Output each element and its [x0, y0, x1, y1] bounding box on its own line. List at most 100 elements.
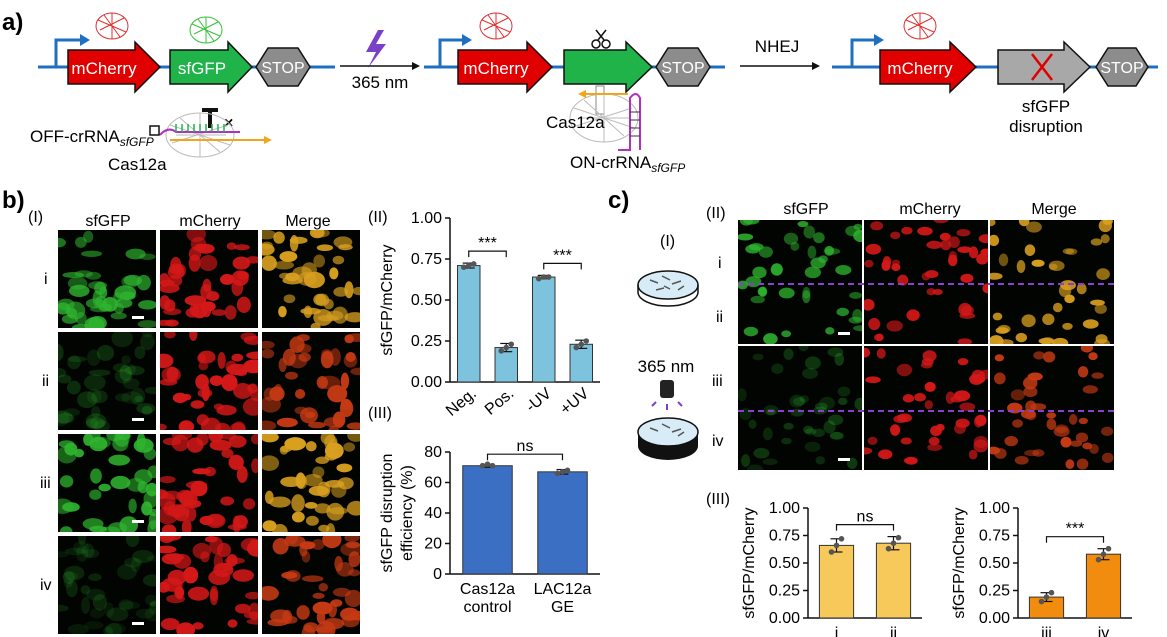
svg-text:STOP: STOP [661, 60, 704, 77]
data-point [564, 467, 571, 474]
mcherry-gene-3 [879, 40, 978, 94]
micrograph-c-block1-mcherry [864, 220, 988, 344]
construct-1: mCherry sfGFP STOP × OFF-crRNAsfGFP [30, 12, 335, 174]
bar [569, 343, 593, 383]
y-tick-label: 0.00 [769, 610, 800, 627]
petri-dish-icon [637, 270, 699, 307]
promoter-arrow-1 [54, 38, 80, 67]
panel-b-sub-I: (I) [28, 209, 43, 226]
data-point [1048, 589, 1055, 596]
data-point [554, 470, 561, 477]
panel-b-sub-III: (III) [368, 405, 392, 422]
x-tick-label: +UV [557, 385, 592, 419]
x-tick-label: Cas12a [460, 581, 515, 598]
y-tick-label: 1.00 [979, 500, 1010, 517]
panel-a-label: a) [2, 9, 23, 36]
data-point [559, 469, 566, 475]
y-tick-label: 0 [433, 566, 442, 583]
micrograph-c-block2-merge [990, 346, 1114, 470]
panel-b-col-mcherry: mCherry [179, 213, 240, 230]
disruption-label-2: disruption [1009, 117, 1083, 136]
data-point [479, 462, 486, 469]
bar [875, 542, 912, 619]
split-dashed-line-2 [738, 410, 1114, 412]
mcherry-gene-2 [457, 40, 554, 94]
x-tick-label: Pos. [482, 385, 517, 419]
panel-c-col-mcherry: mCherry [899, 201, 960, 218]
panel-c-label: c) [608, 187, 629, 214]
panel-c-sub-III: (III) [706, 491, 730, 508]
data-point [583, 338, 590, 344]
y-tick-label: 0.50 [979, 555, 1010, 572]
y-tick-label: 0.75 [979, 528, 1010, 545]
significance-bracket [835, 524, 895, 531]
data-point [838, 536, 845, 542]
micrograph-c-block1-sfgfp [738, 220, 862, 344]
micrograph-c-block1-merge [990, 220, 1114, 344]
data-point [460, 264, 467, 271]
micrograph-c-block2-sfgfp [738, 346, 862, 470]
data-point [828, 549, 835, 555]
bar [457, 265, 481, 383]
data-point [890, 540, 897, 546]
split-dashed-line-1 [738, 283, 1114, 285]
micrograph-b-iv-mcherry [160, 536, 258, 634]
data-point [1043, 594, 1050, 600]
y-tick-label: 0.75 [411, 251, 442, 268]
chart-0: 0.000.250.500.751.00sfGFP/mCherryNeg.Pos… [379, 210, 600, 420]
significance-label: *** [1066, 521, 1085, 538]
micrograph-b-i-sfgfp [58, 230, 156, 328]
micrograph-b-iii-merge [262, 434, 360, 532]
stop-hexagon-3 [1095, 47, 1149, 87]
y-tick-label: 0.75 [769, 528, 800, 545]
sfgfp-gene-1 [169, 40, 254, 94]
micrograph-b-ii-merge [262, 332, 360, 430]
scissors-icon [591, 29, 611, 49]
y-tick-label: 0.50 [769, 555, 800, 572]
data-point [895, 534, 902, 541]
panel-c-row-iii: iii [712, 373, 723, 390]
data-point [1100, 551, 1107, 557]
disruption-label-1: sfGFP [1022, 97, 1070, 116]
x-tick-label: Neg. [443, 385, 480, 420]
lightning-icon [366, 30, 386, 68]
bar [1085, 553, 1122, 619]
cas12a-label-left: Cas12a [108, 155, 167, 174]
bar [494, 347, 518, 383]
panel-b-col-merge: Merge [285, 213, 330, 230]
data-point [498, 348, 505, 354]
significance-bracket [543, 262, 582, 270]
micrograph-b-ii-mcherry [160, 332, 258, 430]
x-tick-label: control [463, 599, 511, 616]
y-axis-label: sfGFP/mCherry [379, 244, 396, 355]
data-point [470, 261, 477, 267]
mcherry-protein-icon-3 [903, 12, 937, 40]
svg-text:mCherry: mCherry [71, 59, 137, 78]
x-tick-label: LAC12a [534, 581, 592, 598]
sfgfp-gene-2 [563, 40, 654, 94]
sfgfp-protein-icon [189, 16, 223, 44]
data-point [489, 462, 496, 469]
data-point [1105, 545, 1112, 552]
data-point [508, 341, 515, 348]
data-point [833, 542, 840, 549]
micrograph-b-i-merge [262, 230, 360, 328]
significance-bracket [1045, 536, 1105, 543]
x-tick-label: ii [890, 625, 897, 637]
cas12a-label-mid: Cas12a [546, 113, 605, 132]
x-tick-label: iv [1098, 625, 1110, 637]
panel-b-row-iii: iii [40, 475, 51, 492]
svg-text:mCherry: mCherry [463, 59, 529, 78]
data-point [1038, 598, 1045, 605]
significance-bracket [486, 453, 564, 461]
data-point [465, 262, 472, 269]
svg-text:STOP: STOP [1100, 60, 1143, 77]
data-point [573, 344, 580, 351]
y-tick-label: 0.00 [411, 374, 442, 391]
mcherry-protein-icon [95, 12, 129, 40]
significance-label: *** [478, 235, 497, 252]
y-tick-label: 80 [424, 444, 442, 461]
